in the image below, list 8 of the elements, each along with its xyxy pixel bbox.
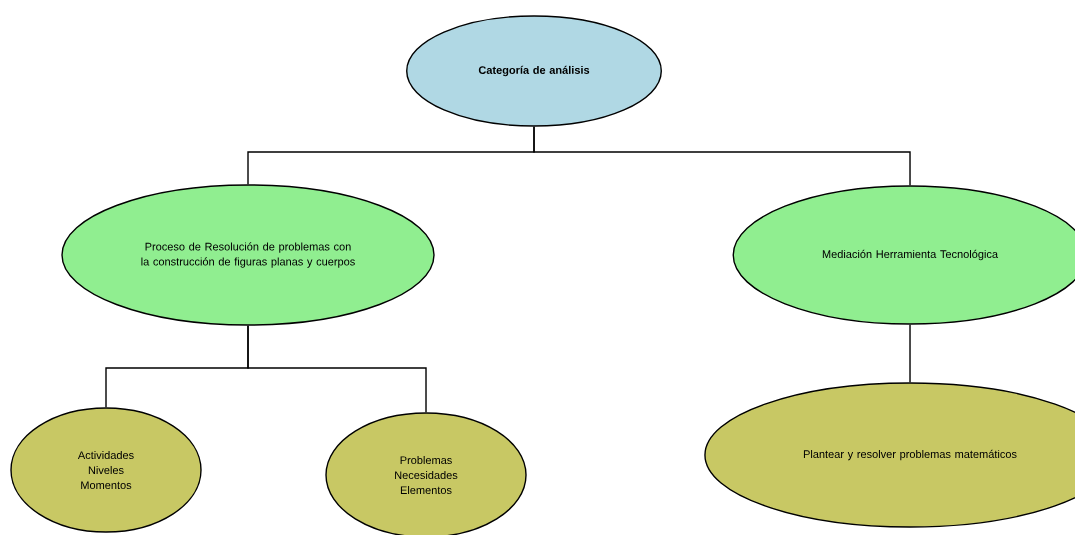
- connector-line: [533, 126, 911, 186]
- ellipse-node: Plantear y resolver problemas matemáticos: [704, 382, 1075, 528]
- connector-line: [909, 324, 911, 383]
- ellipse-node: Actividades Niveles Momentos: [10, 407, 202, 533]
- ellipse-node: Proceso de Resolución de problemas con la construcción de figuras planas y cuerpos: [61, 184, 435, 326]
- ellipse-node: Mediación Herramienta Tecnológica: [732, 185, 1075, 325]
- ellipse-node: Categoría de análisis: [406, 15, 662, 127]
- connector-line: [247, 325, 427, 413]
